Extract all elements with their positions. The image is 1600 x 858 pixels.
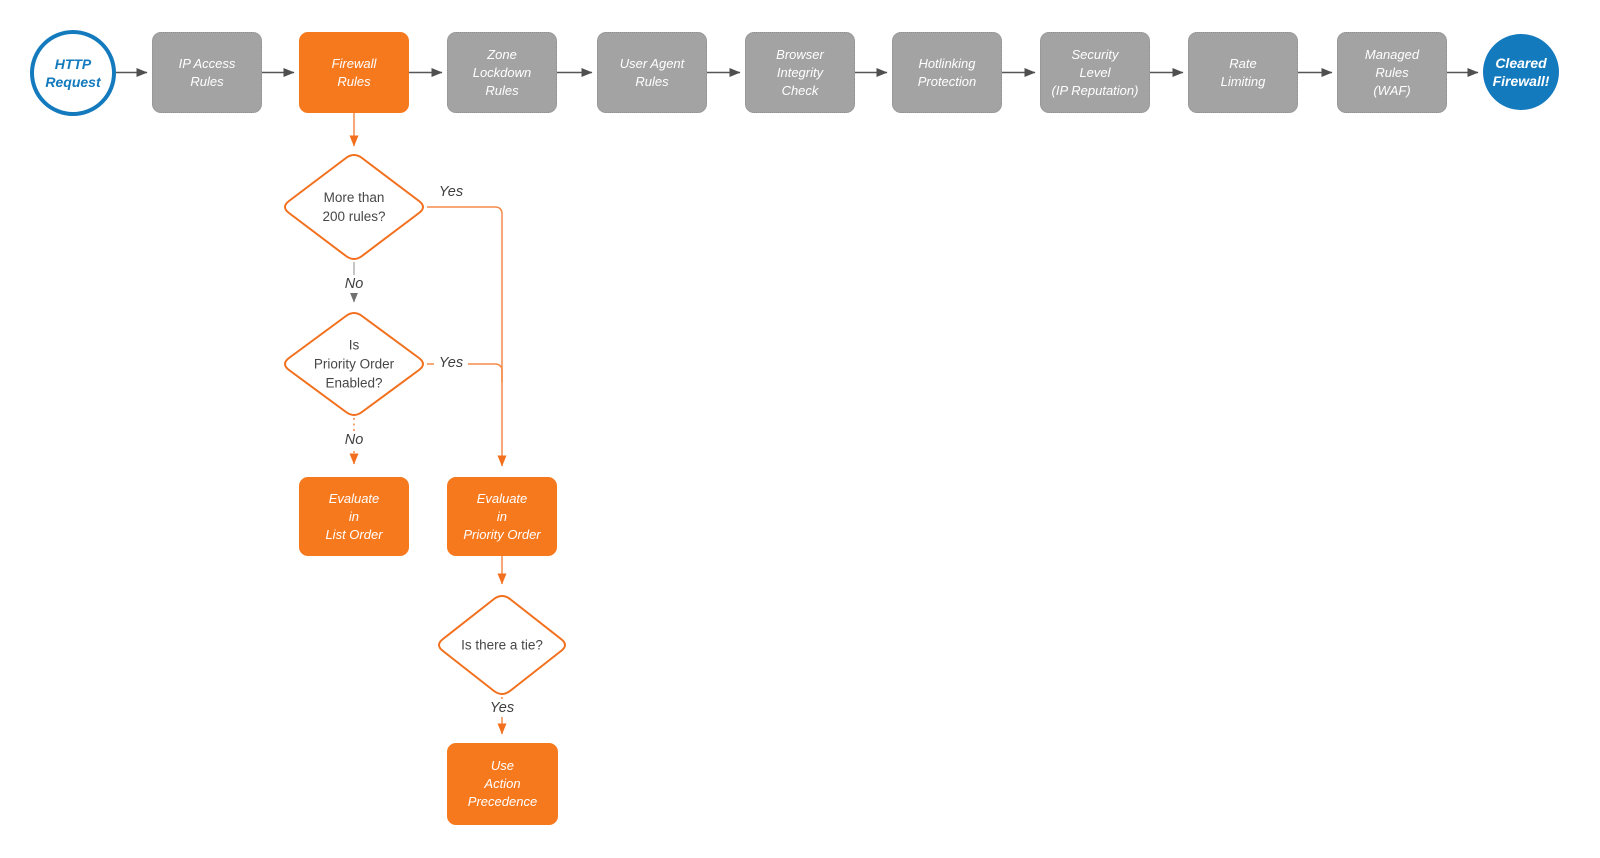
node-ip-access-rules: IP Access Rules (152, 32, 262, 113)
edge-label-yes-3: Yes (484, 699, 520, 717)
edge-label-yes-1: Yes (433, 183, 469, 201)
node-rate-limiting-label: Rate Limiting (1220, 55, 1266, 89)
node-cleared-firewall: Cleared Firewall! (1483, 34, 1559, 110)
node-ip-access-rules-label: IP Access Rules (178, 55, 236, 89)
node-hotlinking-protection-label: Hotlinking Protection (917, 55, 977, 89)
node-zone-lockdown-rules-label: Zone Lockdown Rules (472, 46, 532, 98)
node-http-request: HTTP Request (30, 30, 116, 116)
edge-label-no-2: No (339, 431, 369, 449)
node-evaluate-priority-order: Evaluate in Priority Order (447, 477, 557, 556)
decision-tie-label: Is there a tie? (461, 637, 543, 653)
node-zone-lockdown-rules: Zone Lockdown Rules (447, 32, 557, 113)
node-use-action-precedence: Use Action Precedence (447, 743, 558, 825)
node-user-agent-rules: User Agent Rules (597, 32, 707, 113)
node-evaluate-priority-order-label: Evaluate in Priority Order (463, 490, 541, 542)
decision-200-rules-label: More than 200 rules? (322, 190, 386, 224)
node-use-action-precedence-label: Use Action Precedence (467, 758, 538, 809)
node-browser-integrity-check: Browser Integrity Check (745, 32, 855, 113)
node-evaluate-list-order-label: Evaluate in List Order (325, 490, 383, 542)
decision-diamond-200-rules (284, 154, 424, 260)
edge-label-yes-2: Yes (433, 354, 469, 372)
node-security-level-label: Security Level (IP Reputation) (1051, 46, 1139, 98)
decision-diamond-priority-order (284, 312, 424, 416)
node-managed-rules-waf: Managed Rules (WAF) (1337, 32, 1447, 113)
node-user-agent-rules-label: User Agent Rules (619, 55, 685, 89)
node-evaluate-list-order: Evaluate in List Order (299, 477, 409, 556)
node-hotlinking-protection: Hotlinking Protection (892, 32, 1002, 113)
node-firewall-rules: Firewall Rules (299, 32, 409, 113)
node-managed-rules-waf-label: Managed Rules (WAF) (1364, 46, 1420, 98)
edge-label-no-1: No (339, 275, 369, 293)
node-firewall-rules-label: Firewall Rules (331, 55, 377, 89)
node-security-level: Security Level (IP Reputation) (1040, 32, 1150, 113)
node-http-request-label: HTTP Request (45, 56, 101, 90)
decision-diamond-tie (438, 595, 566, 695)
node-browser-integrity-check-label: Browser Integrity Check (776, 46, 824, 98)
node-cleared-firewall-label: Cleared Firewall! (1492, 55, 1550, 89)
node-rate-limiting: Rate Limiting (1188, 32, 1298, 113)
arrow-decision1-yes (427, 206, 507, 467)
decision-priority-order-label: Is Priority Order Enabled? (313, 337, 395, 391)
